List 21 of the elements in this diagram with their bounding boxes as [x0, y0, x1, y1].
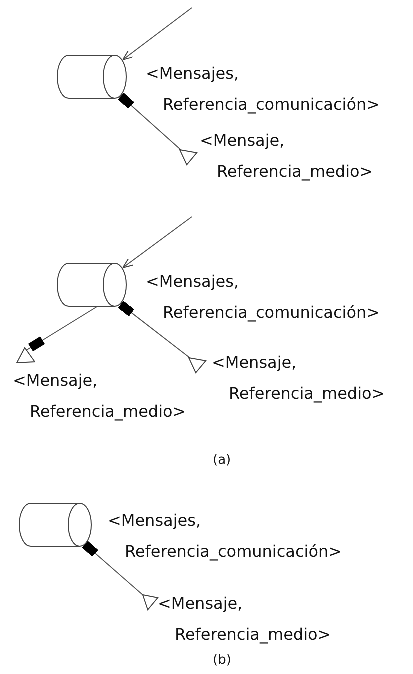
- triangle-shape: [17, 348, 36, 364]
- caption-text: (a): [213, 452, 232, 470]
- message-label: <Mensaje, Referencia_medio>: [158, 593, 332, 646]
- connector-line: [122, 8, 192, 60]
- triangle-shape: [189, 358, 207, 374]
- message-label: <Mensaje, Referencia_medio>: [212, 352, 386, 405]
- message-label: <Mensajes, Referencia_comunicación>: [108, 510, 344, 563]
- message-label: <Mensaje, Referencia_medio>: [200, 130, 374, 183]
- message-label: <Mensaje, Referencia_medio>: [13, 370, 188, 423]
- triangle-shape: [143, 595, 159, 611]
- caption-text: (b): [213, 652, 232, 670]
- cylinder-shape: [57, 263, 127, 307]
- cylinder-shape: [19, 503, 92, 547]
- cylinder-shape: [57, 55, 127, 99]
- connector-line: [118, 92, 182, 150]
- connector-line: [122, 216, 192, 268]
- connector-line: [118, 301, 190, 358]
- message-label: <Mensajes, Referencia_comunicación>: [146, 63, 382, 116]
- triangle-shape: [180, 150, 198, 166]
- message-label: <Mensajes, Referencia_comunicación>: [146, 271, 382, 324]
- connector-line: [82, 540, 144, 596]
